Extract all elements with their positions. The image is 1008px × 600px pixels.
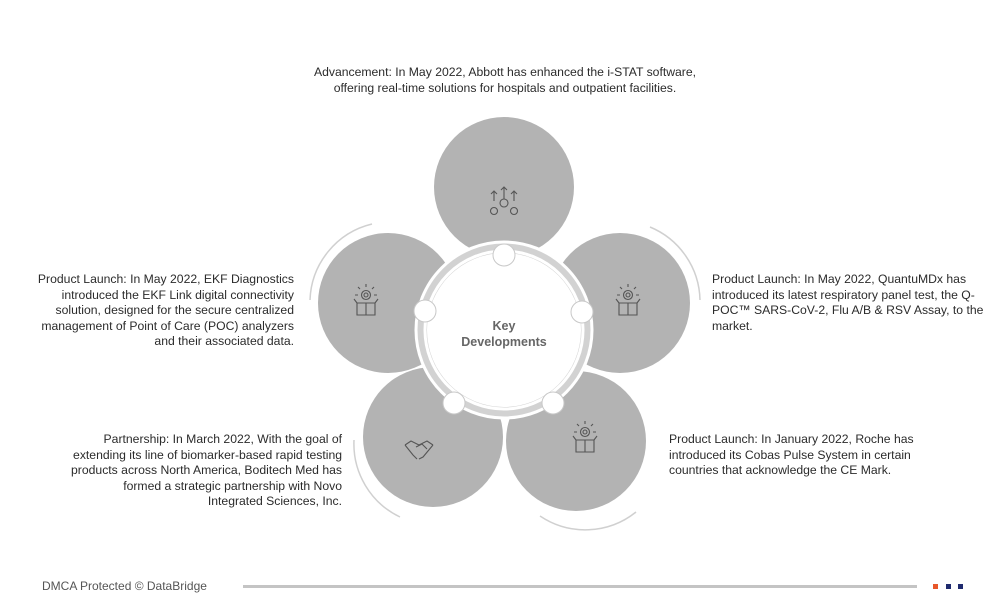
development-text-bottom-left: Partnership: In March 2022, With the goa… (71, 432, 342, 508)
center-title: Key Developments (461, 319, 547, 349)
growth-gears-icon (489, 186, 519, 216)
arc-bottom-left (353, 439, 401, 518)
development-text-top: Advancement: In May 2022, Abbott has enh… (313, 65, 697, 95)
dot-right (570, 300, 594, 324)
brand-square-orange (933, 584, 938, 589)
handshake-icon (404, 440, 434, 460)
development-text-bottom-right: Product Launch: In January 2022, Roche h… (669, 432, 914, 477)
center-disc (427, 253, 581, 407)
arc-right (649, 226, 701, 301)
arc-left (309, 223, 373, 301)
brand-square-navy (946, 584, 951, 589)
product-box-bulb-icon (615, 284, 641, 316)
dot-left (413, 299, 437, 323)
brand-square-navy (958, 584, 963, 589)
dot-bottom-left (442, 391, 466, 415)
footer-copyright: DMCA Protected © DataBridge (42, 579, 207, 593)
footer-divider (243, 585, 917, 588)
dot-bottom-right (541, 391, 565, 415)
development-text-left: Product Launch: In May 2022, EKF Diagnos… (37, 272, 294, 348)
development-text-right: Product Launch: In May 2022, QuantuMDx h… (712, 272, 984, 333)
arc-bottom-right (539, 511, 637, 531)
dot-top (492, 243, 516, 267)
connector-dots (413, 243, 594, 415)
